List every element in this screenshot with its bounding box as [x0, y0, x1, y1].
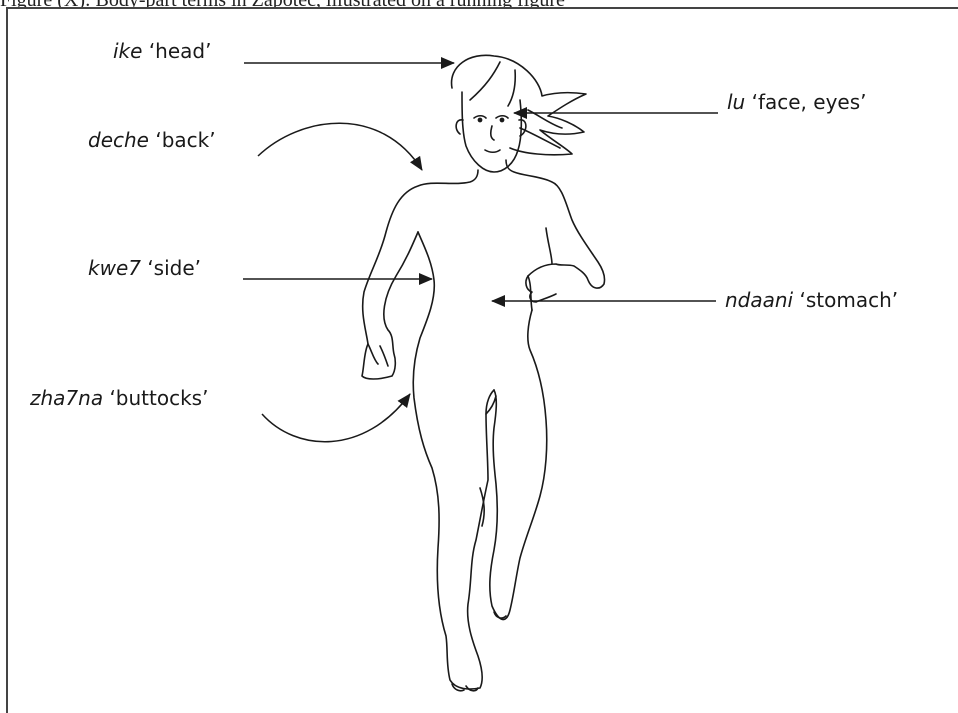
gloss-face: ‘face, eyes’	[752, 90, 867, 114]
hair-strand	[470, 62, 500, 100]
body-outline-left	[362, 170, 478, 379]
label-stomach: ndaani ‘stomach’	[725, 288, 898, 312]
term-stomach: ndaani	[725, 288, 793, 312]
term-head: ike	[113, 39, 142, 63]
term-back: deche	[88, 128, 149, 152]
arm-right	[506, 160, 605, 310]
torso-right	[490, 310, 547, 620]
label-back: deche ‘back’	[88, 128, 216, 152]
term-face: lu	[727, 90, 745, 114]
woman-illustration	[362, 55, 605, 690]
gloss-stomach: ‘stomach’	[799, 288, 898, 312]
term-buttocks: zha7na	[30, 386, 103, 410]
face-outline	[462, 92, 521, 172]
arrow-buttocks	[262, 394, 410, 442]
label-buttocks: zha7na ‘buttocks’	[30, 386, 208, 410]
torso-left	[413, 232, 494, 689]
label-head: ike ‘head’	[113, 39, 211, 63]
mouth	[485, 150, 500, 152]
gloss-back: ‘back’	[155, 128, 215, 152]
gloss-side: ‘side’	[147, 256, 201, 280]
nose	[491, 126, 494, 140]
arrow-back	[258, 123, 422, 170]
fist-left	[368, 344, 388, 366]
hair-outline	[452, 55, 586, 154]
hair-strand	[508, 70, 515, 106]
pupil-left	[478, 118, 481, 121]
label-side: kwe7 ‘side’	[88, 256, 201, 280]
pupil-right	[500, 118, 503, 121]
gloss-head: ‘head’	[149, 39, 212, 63]
term-side: kwe7	[88, 256, 141, 280]
gloss-buttocks: ‘buttocks’	[109, 386, 208, 410]
forearm-right-inner	[546, 228, 552, 264]
label-face: lu ‘face, eyes’	[727, 90, 867, 114]
